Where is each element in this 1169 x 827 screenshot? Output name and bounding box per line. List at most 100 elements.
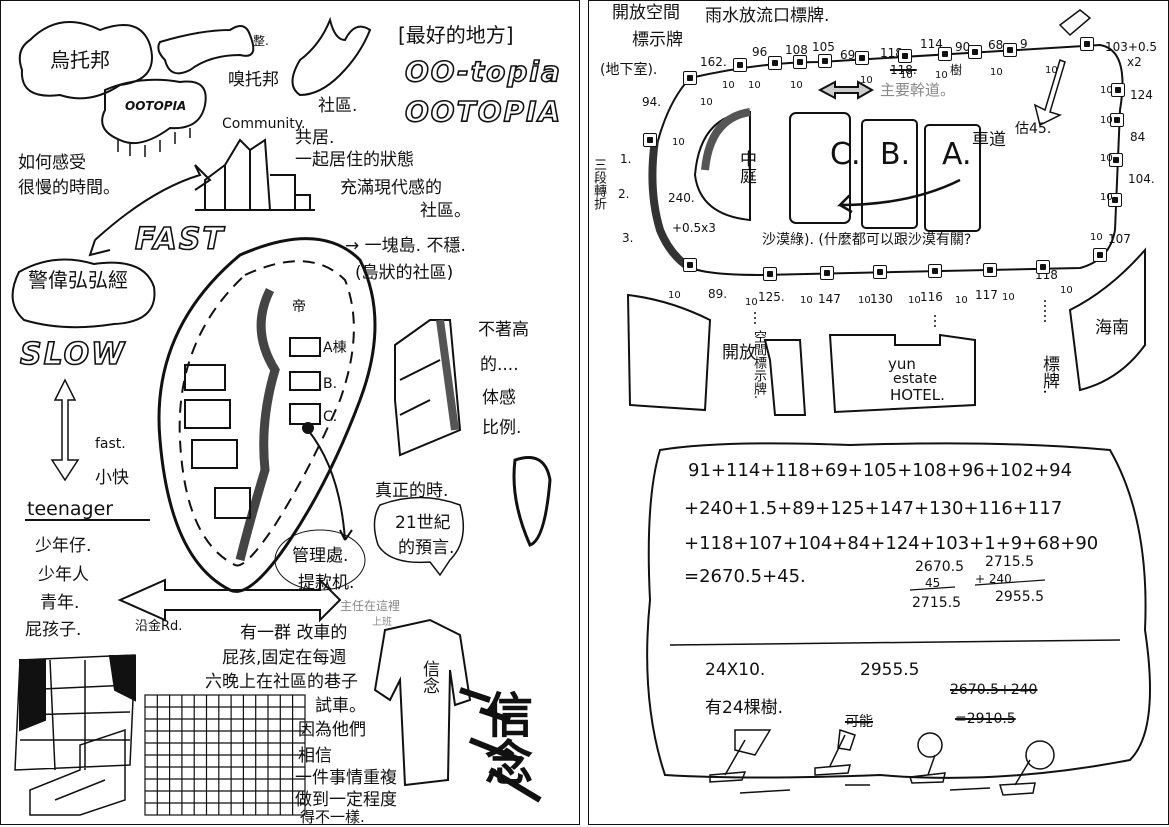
river-hatch: [235, 287, 280, 562]
tree-spacing-label: 10: [790, 80, 803, 91]
ootopia-cloud: [101, 78, 207, 144]
hotel-line: yun: [888, 355, 916, 373]
curved-arrow: [88, 164, 212, 257]
tree-marker: [820, 266, 834, 280]
ootopia-blob-label: OOTOPIA: [125, 99, 187, 113]
tree-spacing-label: 10: [1100, 115, 1113, 126]
rain-outlet-label: 雨水放流口標牌.: [705, 6, 830, 26]
story-line: 六晚上在社區的巷子: [205, 672, 358, 692]
turn-label: 2.: [618, 187, 630, 201]
story-line: 試車。: [315, 696, 366, 716]
tree-spacing-label: 10: [668, 290, 681, 301]
bird-shape: [291, 16, 372, 97]
sign-card: [763, 339, 807, 416]
road-double-arrow: [117, 577, 342, 623]
belief-big-label: 信念: [476, 690, 532, 786]
story-line: 做到一定程度: [295, 790, 397, 810]
ootopia-title: OOTOPIA: [404, 95, 563, 128]
feel-label-2: 很慢的時間。: [18, 178, 120, 198]
fast-title: FAST: [134, 222, 225, 257]
teen-word: 屁孩子.: [25, 620, 82, 640]
tree-spacing-label: 10: [860, 75, 873, 86]
track-distance-label: 124: [1130, 88, 1153, 102]
tree-marker: [643, 133, 657, 147]
prophecy-label-1: 21世紀: [395, 513, 451, 533]
tree-spacing-label: 10: [800, 295, 813, 306]
track-distance-label: 117: [975, 288, 998, 302]
turn-length: 240.: [668, 191, 695, 205]
oo-topia-title: OO-topia: [404, 55, 562, 88]
tree-spacing-label: 10: [990, 67, 1003, 78]
block-b: [861, 119, 918, 229]
tree-marker: [733, 58, 747, 72]
building-top-label: 帝: [292, 299, 306, 315]
tree-marker: [1108, 193, 1122, 207]
three-turns-label: 三段轉折: [591, 158, 606, 210]
tree-spacing-label: 10: [1090, 232, 1103, 243]
hotel-line: estate: [893, 371, 938, 387]
belief-brush: [459, 687, 542, 803]
scale-word: 不著高: [478, 320, 529, 340]
slow-title: SLOW: [19, 337, 127, 372]
turn-label: 3.: [622, 231, 634, 245]
track-distance-label: 114: [920, 37, 943, 51]
city-buildings-icon: [195, 138, 315, 211]
tree-marker: [818, 54, 832, 68]
bone-shape: [157, 25, 255, 75]
track-distance-label: 125.: [758, 290, 785, 304]
real-time-label: 真正的時.: [375, 481, 449, 501]
teenager-label: teenager: [27, 498, 114, 520]
sum-line: +240+1.5+89+125+147+130+116+117: [684, 498, 1063, 519]
scale-word: 比例.: [482, 418, 522, 438]
block-b-label: B.: [880, 137, 911, 172]
outopia-label: 嗅托邦: [228, 70, 279, 90]
sum-line: 91+114+118+69+105+108+96+102+94: [688, 460, 1073, 481]
calc-bubble: [646, 442, 1151, 779]
tree-spacing-label: 10: [1100, 153, 1113, 164]
street-grid: [144, 694, 306, 816]
block-a-label: A.: [942, 137, 972, 172]
desert-note: 沙漠綠). (什麼都可以跟沙漠有關?: [762, 232, 972, 248]
calc1: 2715.5: [912, 595, 961, 611]
belief-shirt-label: 信念: [419, 660, 439, 694]
tree-spacing-label: 10: [858, 295, 871, 306]
sum-line: =2670.5+45.: [684, 566, 806, 587]
story-line: 一件事情重複: [295, 768, 397, 788]
building-b-label: B.: [323, 376, 338, 392]
tree-marker: [1109, 153, 1123, 167]
open-space-label-1: 開放空間: [612, 3, 680, 23]
tree-marker: [763, 267, 777, 281]
teen-word: 少年仔.: [35, 536, 92, 556]
modern-label-2: 社區。: [420, 201, 471, 221]
track-distance-label: 118: [880, 46, 903, 60]
turn-extra: +0.5x3: [672, 221, 716, 235]
up-arrow: [1058, 9, 1092, 37]
teen-word: 青年.: [40, 593, 80, 613]
hotel-line: HOTEL.: [890, 386, 945, 404]
island-road-inner: [178, 260, 355, 567]
tree-spacing-label: 10: [1002, 292, 1015, 303]
feel-label-1: 如何感受: [18, 153, 86, 173]
main-road-arrow: [817, 80, 875, 100]
track-distance-label: 107: [1108, 232, 1131, 246]
director-label-1: 主任在這裡: [340, 599, 401, 613]
page-gap: [580, 0, 588, 827]
calc2: 2955.5: [995, 589, 1044, 605]
track-distance-label: 162.: [700, 55, 727, 69]
block-c: [789, 112, 851, 224]
calc1: 45: [925, 576, 941, 590]
tree-marker: [928, 264, 942, 278]
stairs-block: [14, 654, 136, 771]
story-line: 因為他們: [298, 720, 366, 740]
tree-spacing-label: 10: [900, 70, 913, 81]
atm-label: 提款机.: [298, 573, 355, 593]
tree-spacing-label: 10: [1100, 85, 1113, 96]
prophecy-label-2: 的預言.: [398, 538, 455, 558]
track-distance-label: 108: [785, 43, 808, 57]
utopia-label: 烏托邦: [50, 48, 110, 72]
shequ-label: 社區.: [318, 96, 358, 116]
track-distance-label: 89.: [708, 287, 728, 301]
trees-word: 樹: [950, 63, 963, 77]
hainan-card: [1068, 247, 1146, 392]
